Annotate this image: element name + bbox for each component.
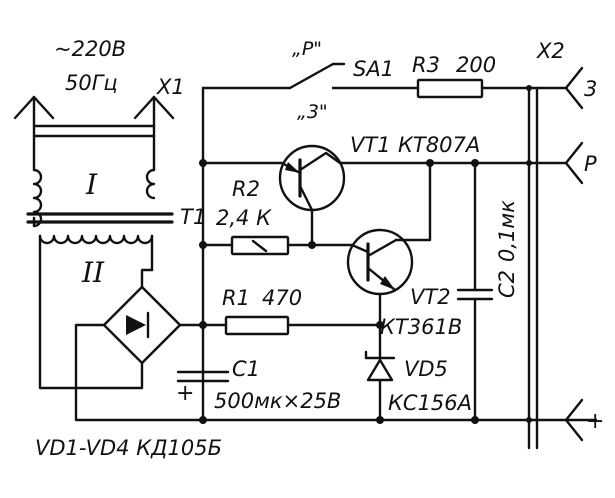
connector-pin-p: P [584, 152, 597, 176]
junction-dot [308, 241, 316, 249]
zener-ref: VD5 [404, 357, 448, 381]
output-connector-x2 [428, 66, 598, 450]
secondary-winding-label: II [81, 256, 105, 289]
vt2-ref: VT2 [410, 285, 451, 309]
c1-value: 500мк×25В [214, 389, 341, 413]
junction-dot [471, 159, 479, 167]
resistor-r1-value: 470 [262, 286, 302, 310]
resistor-r2-ref: R2 [232, 177, 260, 201]
c2-value: 0,1мк [495, 200, 519, 262]
resistor-r3 [416, 78, 531, 99]
vt2-part: КТ361В [380, 315, 462, 339]
junction-dot [526, 160, 532, 166]
mains-input-x1 [13, 95, 175, 172]
connector-x2-label: X2 [536, 39, 565, 63]
positive-rail [201, 86, 292, 422]
switch-sa1[interactable] [288, 62, 420, 90]
resistor-r1-ref: R1 [222, 286, 250, 310]
junction-dot [199, 416, 207, 424]
bridge-label: VD1-VD4 КД105Б [35, 436, 222, 460]
transistor-vt2 [346, 161, 432, 360]
mains-frequency-label: 50Гц [65, 71, 118, 95]
transformer-t1 [26, 124, 174, 390]
switch-position-z: „3" [297, 101, 328, 123]
c1-ref: C1 [232, 357, 260, 381]
zener-part: КС156А [388, 391, 472, 415]
transistor-vt1 [278, 144, 432, 247]
switch-ref-label: SA1 [353, 57, 394, 81]
c2-ref: C2 [495, 270, 519, 298]
connector-pin-plus: + [586, 409, 604, 434]
junction-dot [376, 416, 384, 424]
capacitor-c2 [456, 161, 494, 422]
diode-bridge [74, 268, 568, 422]
primary-winding-label: I [85, 168, 98, 201]
junction-dot [471, 416, 479, 424]
resistor-r3-value: 200 [456, 53, 496, 77]
mains-voltage-label: ~220В [54, 37, 126, 61]
vt1-part: КТ807А [398, 133, 480, 157]
vt1-ref: VT1 [350, 133, 391, 157]
resistor-r3-ref: R3 [412, 53, 440, 77]
switch-position-r: „P" [292, 38, 322, 60]
junction-dot [199, 241, 207, 249]
junction-dot [376, 321, 384, 329]
connector-x1-label: X1 [156, 75, 185, 99]
junction-dot [199, 321, 207, 329]
resistor-r2-value: 2,4 К [216, 206, 272, 230]
resistor-r2 [230, 235, 354, 256]
junction-dot [526, 85, 532, 91]
connector-pin-3: 3 [584, 77, 597, 101]
junction-dot [199, 159, 207, 167]
c1-polarity: + [176, 381, 194, 406]
capacitor-c1 [176, 370, 230, 383]
zener-vd5 [364, 350, 396, 422]
junction-dot [526, 417, 532, 423]
resistor-r1 [224, 315, 382, 336]
